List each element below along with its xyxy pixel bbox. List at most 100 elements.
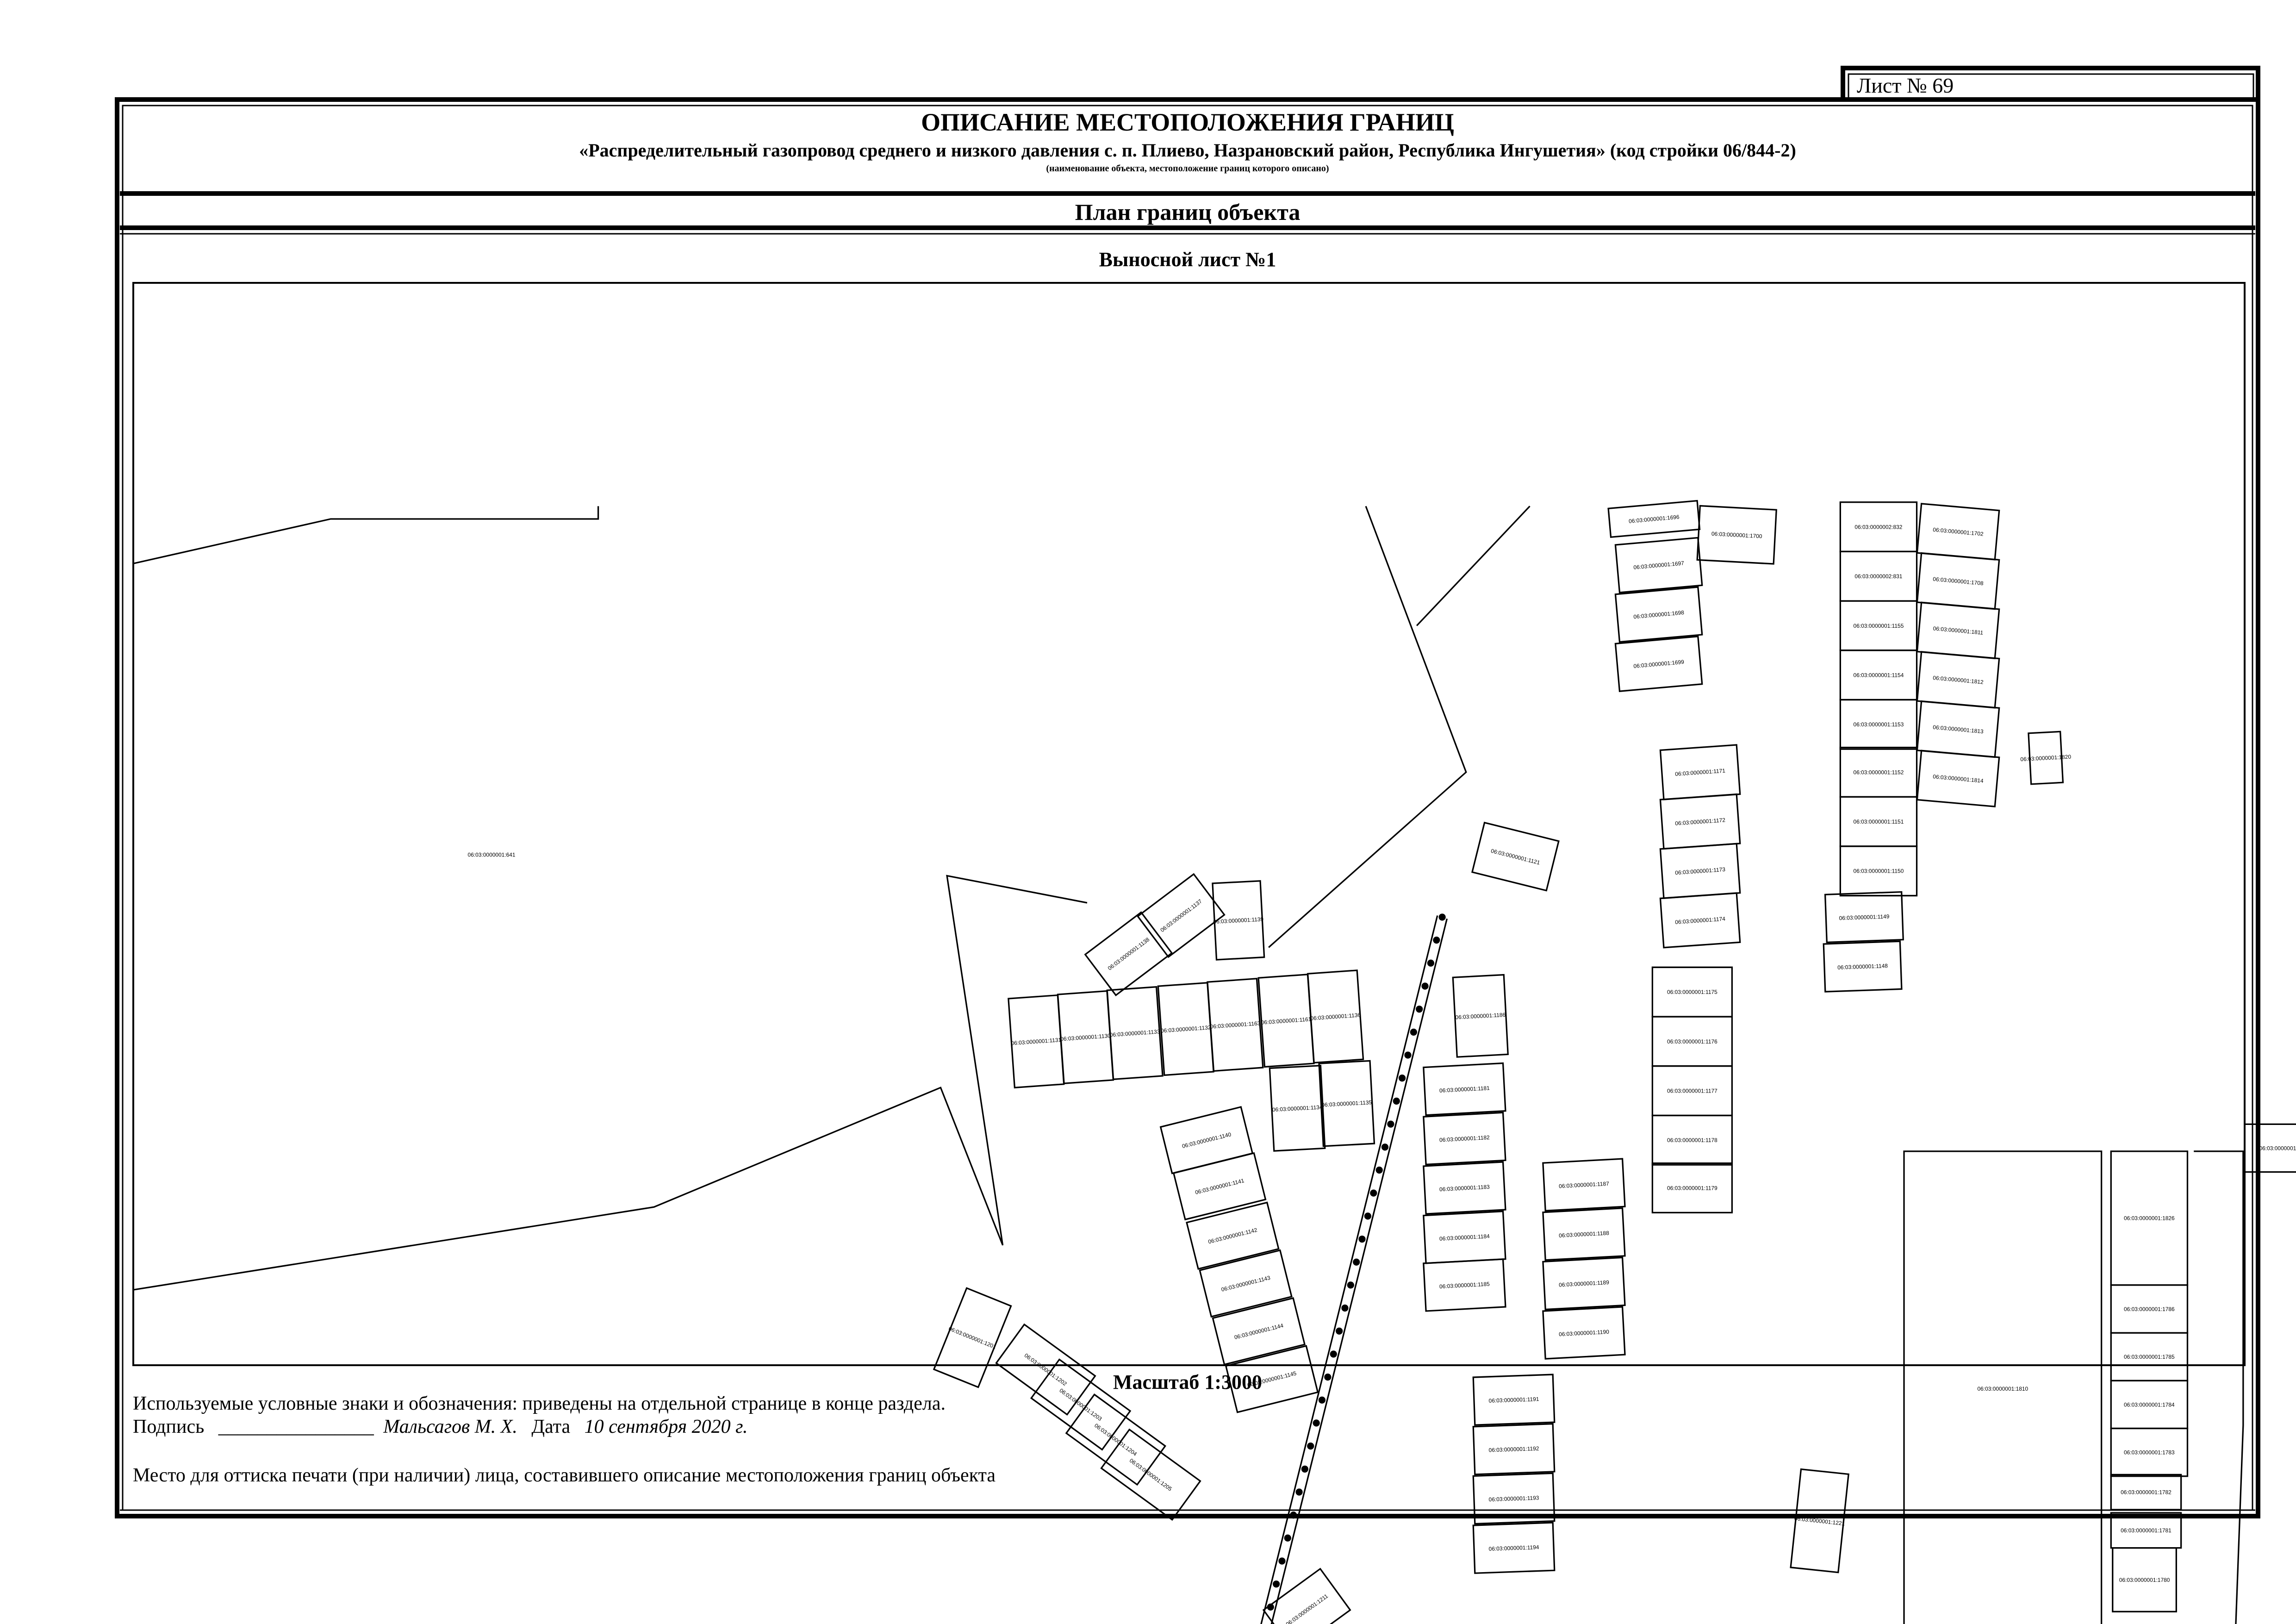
- parcel-boundary: [1423, 1112, 1506, 1166]
- map-frame: [132, 282, 2246, 1366]
- parcel-boundary: [1199, 1249, 1293, 1318]
- parcel-boundary: [1542, 1158, 1626, 1212]
- parcel-boundary: [1137, 873, 1226, 958]
- document-title: ОПИСАНИЕ МЕСТОПОЛОЖЕНИЯ ГРАНИЦ: [921, 108, 1454, 136]
- parcel-cadastral-number: 06:03:0000001:1152: [1854, 769, 1904, 775]
- boundary-point-marker: [1398, 1074, 1406, 1082]
- parcel-cadastral-number: 06:03:0000002:831: [1854, 573, 1902, 580]
- parcel-boundary: [2028, 731, 2064, 785]
- parcel-boundary: [1269, 1064, 1326, 1152]
- boundary-point-marker: [1375, 1166, 1383, 1174]
- scale-label: Масштаб 1:3000: [1113, 1371, 1262, 1393]
- parcel-boundary: [1614, 586, 1703, 643]
- boundary-point-marker: [1416, 1006, 1423, 1013]
- parcel-cadastral-number: 06:03:0000001:1185: [1439, 1280, 1490, 1290]
- land-boundary-line: [133, 506, 599, 564]
- parcel-cadastral-number: 06:03:0000001:1177: [1667, 1087, 1717, 1094]
- boundary-map: 06:03:0000001:64106:03:0000001:169606:03…: [132, 282, 2296, 1587]
- map-layer: 06:03:0000001:64106:03:0000001:169606:03…: [133, 500, 2296, 1587]
- signature-line-row: Подпись ________________ Мальсагов М. Х.…: [133, 1416, 747, 1437]
- parcel-boundary: [1212, 1297, 1306, 1365]
- pipeline-boundary-right: [1335, 918, 1448, 1365]
- parcel-cadastral-number: 06:03:0000001:1186: [1455, 1012, 1506, 1021]
- parcel-boundary: [1614, 537, 1703, 593]
- boundary-point-marker: [1404, 1051, 1412, 1059]
- boundary-point-marker: [1353, 1258, 1360, 1266]
- parcel-cadastral-number: 06:03:0000001:1181: [1439, 1085, 1490, 1094]
- pipeline-boundary-left: [1325, 915, 1438, 1365]
- parcel-boundary: [1106, 986, 1164, 1081]
- parcel-cadastral-number: 06:03:0000001:1779: [2259, 1145, 2296, 1151]
- parcel-cadastral-number: 06:03:0000001:1785: [2124, 1354, 2175, 1360]
- parcel-cadastral-number: 06:03:0000001:1153: [1854, 721, 1904, 728]
- parcel-boundary: [1423, 1161, 1506, 1215]
- parcel-boundary: [1212, 880, 1265, 961]
- parcel-cadastral-number: 06:03:0000001:1187: [1559, 1181, 1610, 1190]
- boundary-point-marker: [1410, 1028, 1418, 1036]
- parcel-boundary: [1916, 750, 2000, 807]
- parcel-boundary: [1307, 969, 1364, 1064]
- parcel-cadastral-number: 06:03:0000001:1175: [1667, 989, 1717, 995]
- object-caption: (наименование объекта, местоположение гр…: [1046, 163, 1329, 174]
- sheet-number: Лист № 69: [1857, 74, 1954, 97]
- parcel-cadastral-number: 06:03:0000001:1780: [2119, 1577, 2170, 1583]
- boundary-point-marker: [1387, 1120, 1394, 1128]
- parcel-cadastral-number: 06:03:0000001:1781: [2121, 1527, 2172, 1534]
- parcel-boundary: [1542, 1207, 1626, 1261]
- boundary-point-marker: [1313, 1419, 1320, 1426]
- parcel-boundary: [1823, 940, 1903, 993]
- signature-blank: ________________: [218, 1416, 374, 1437]
- parcel-boundary: [1607, 500, 1701, 538]
- boundary-point-marker: [1427, 959, 1435, 967]
- parcel-boundary: [1452, 974, 1509, 1058]
- boundary-point-marker: [1393, 1097, 1400, 1105]
- boundary-point-marker: [1370, 1189, 1377, 1197]
- parcel-boundary: [1084, 911, 1173, 997]
- parcel-cadastral-number: 06:03:0000001:1182: [1439, 1134, 1490, 1143]
- parcel-cadastral-number: 06:03:0000001:1786: [2124, 1306, 2175, 1312]
- legend-note: Используемые условные знаки и обозначени…: [133, 1393, 946, 1414]
- parcel-cadastral-number: 06:03:0000001:1134: [1272, 1104, 1323, 1113]
- parcel-boundary: [995, 1323, 1082, 1365]
- parcel-cadastral-number: 06:03:0000001:1783: [2124, 1449, 2175, 1456]
- boundary-point-marker: [1278, 1557, 1285, 1564]
- parcel-boundary: [1824, 891, 1904, 943]
- boundary-point-marker: [1284, 1535, 1291, 1542]
- parcel-boundary: [1903, 1150, 2103, 1365]
- parcel-cadastral-number: 06:03:0000001:1154: [1854, 672, 1904, 678]
- parcel-boundary: [1226, 1345, 1312, 1365]
- boundary-point-marker: [1421, 982, 1429, 990]
- parcel-cadastral-number: 06:03:0000001:1176: [1667, 1038, 1717, 1045]
- parcel-boundary: [1186, 1201, 1280, 1270]
- object-name: «Распределительный газопровод среднего и…: [579, 140, 1796, 161]
- boundary-point-marker: [1336, 1327, 1343, 1335]
- parcel-boundary: [1423, 1210, 1506, 1264]
- boundary-point-marker: [1341, 1304, 1349, 1312]
- subsheet-title: Выносной лист №1: [1099, 248, 1276, 271]
- stamp-note: Место для оттиска печати (при наличии) л…: [133, 1465, 996, 1486]
- boundary-point-marker: [1273, 1580, 1280, 1587]
- boundary-point-marker: [1364, 1212, 1372, 1220]
- boundary-point-marker: [1358, 1235, 1366, 1243]
- parcel-boundary: [1659, 744, 1741, 800]
- parcel-cadastral-number: 06:03:0000001:1150: [1854, 868, 1904, 874]
- land-boundary-line: [1268, 506, 1467, 948]
- parcel-cadastral-number: 06:03:0000001:1810: [1977, 1386, 2028, 1392]
- parcel-boundary: [1318, 1060, 1375, 1147]
- land-boundary-line: [133, 874, 1088, 1291]
- parcel-cadastral-number: 06:03:0000001:1782: [2121, 1489, 2172, 1496]
- parcel-boundary: [934, 1287, 1012, 1365]
- date-label: Дата: [531, 1416, 570, 1437]
- signature-label: Подпись: [133, 1416, 204, 1437]
- boundary-point-marker: [1295, 1488, 1302, 1495]
- parcel-cadastral-number: 06:03:0000001:1826: [2124, 1215, 2175, 1222]
- parcel-cadastral-number: 06:03:0000001:1179: [1667, 1185, 1717, 1191]
- outer-frame: [115, 97, 2260, 1518]
- boundary-point-marker: [1347, 1281, 1354, 1289]
- parcel-boundary: [1839, 845, 1918, 897]
- parcel-cadastral-number: 06:03:0000001:1183: [1439, 1184, 1490, 1193]
- parcel-boundary: [1659, 843, 1741, 899]
- parcel-boundary: [1471, 821, 1560, 892]
- parcel-cadastral-number: 06:03:0000001:1139: [1213, 916, 1264, 925]
